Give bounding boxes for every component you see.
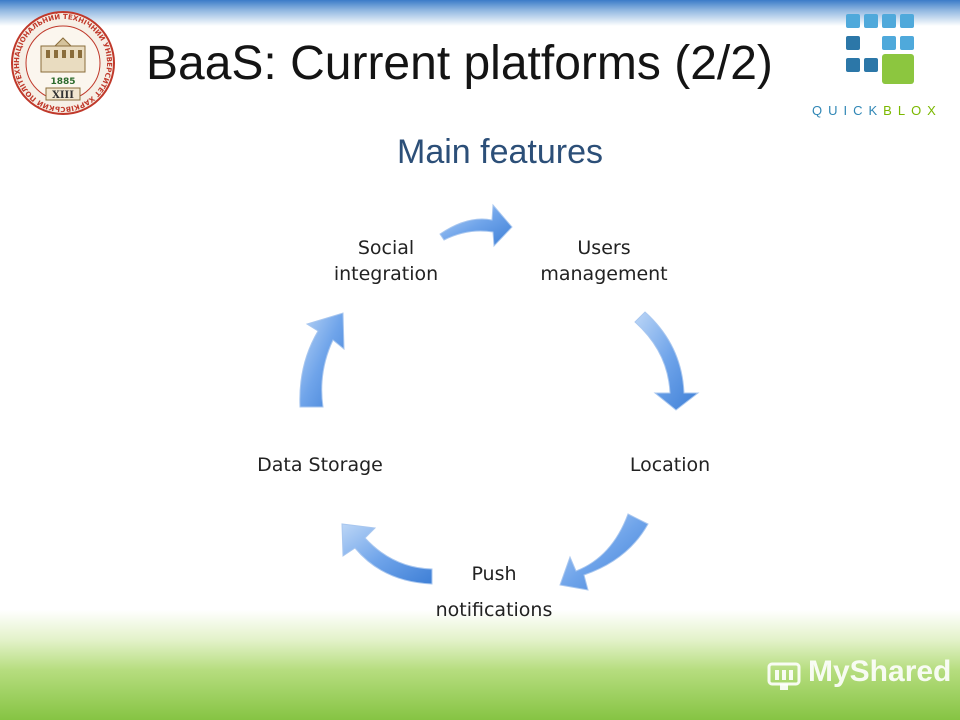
node-label-line2: management — [540, 263, 668, 285]
seal-year: 1885 — [50, 77, 75, 87]
cycle-arrow-users-to-location — [634, 311, 700, 411]
node-label-line1: Push — [471, 563, 517, 585]
page-title: BaaS: Current platforms (2/2) — [146, 37, 773, 90]
node-label-line2: integration — [333, 263, 439, 285]
quickblox-logo-icon — [846, 14, 914, 84]
node-label-line2: notifications — [435, 599, 553, 621]
myshared-logo-icon — [767, 662, 801, 690]
cycle-arrow-storage-to-social — [299, 312, 345, 408]
seal-numeral: XIII — [52, 90, 74, 101]
quickblox-wordmark-blox: BLOX — [883, 103, 942, 118]
quickblox-wordmark: QUICKBLOX — [812, 103, 942, 118]
node-label-line1: Users — [577, 237, 631, 259]
university-seal-logo: НАЦІОНАЛЬНИЙ ТЕХНІЧНИЙ УНІВЕРСИТЕТ ХАРКІ… — [10, 10, 115, 115]
quickblox-wordmark-quick: QUICK — [812, 103, 884, 118]
cycle-arrow-location-to-push — [559, 513, 649, 591]
cycle-node-users-management: Users management — [540, 235, 667, 287]
cycle-node-push-notifications: Push notifications — [436, 561, 553, 623]
cycle-node-location: Location — [630, 452, 710, 478]
cycle-node-social-integration: Social integration — [334, 235, 438, 287]
section-subtitle: Main features — [397, 133, 603, 171]
myshared-watermark: MyShared — [766, 655, 951, 689]
cycle-node-data-storage: Data Storage — [257, 452, 383, 478]
cycle-arrow-social-to-users — [439, 203, 513, 248]
node-label-line1: Location — [629, 454, 711, 476]
cycle-arrow-push-to-storage — [341, 523, 433, 585]
node-label-line1: Social — [357, 237, 415, 259]
myshared-watermark-text: MyShared — [808, 655, 952, 688]
node-label-line1: Data Storage — [257, 454, 383, 476]
